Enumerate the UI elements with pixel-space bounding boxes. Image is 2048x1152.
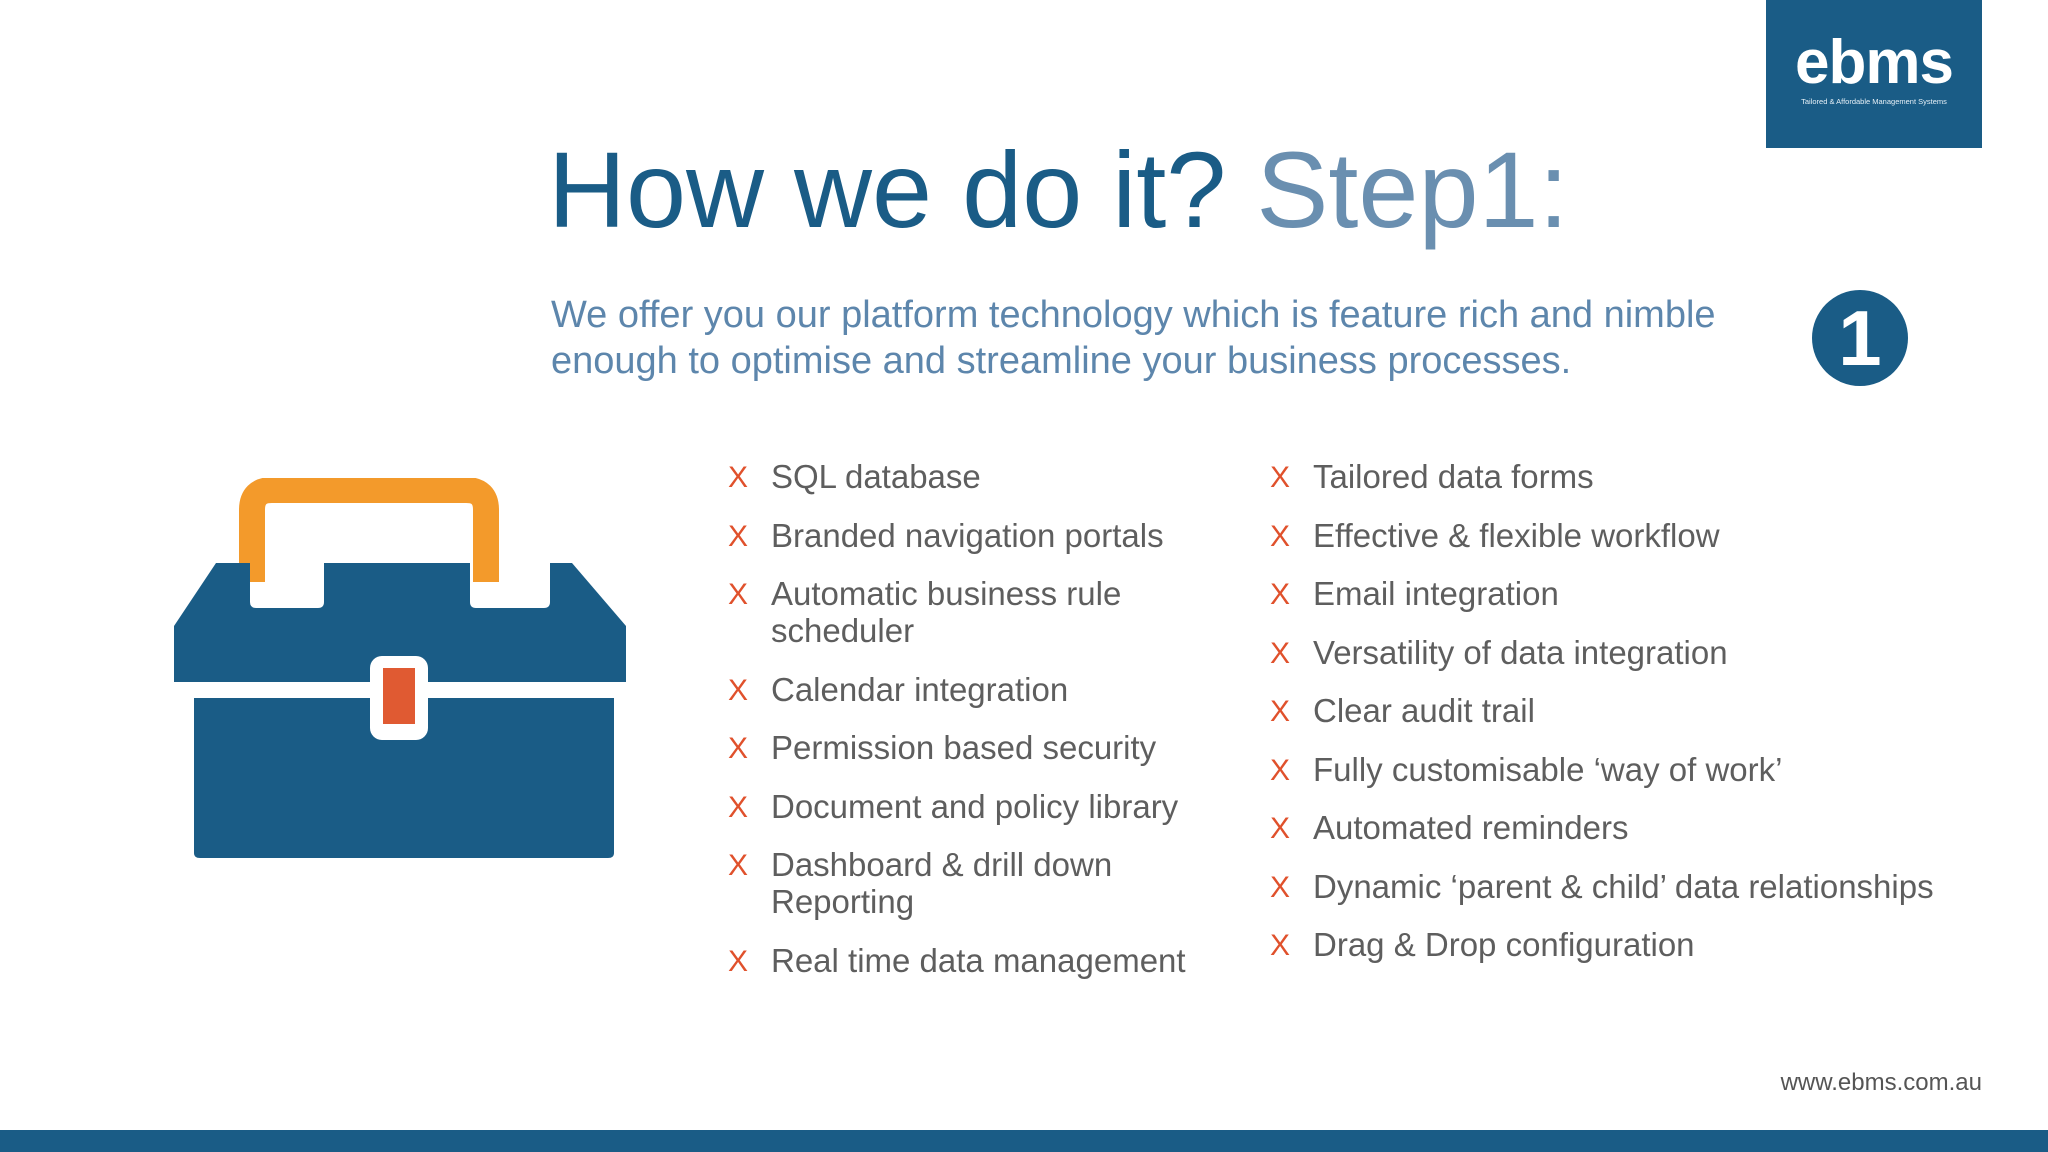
feature-label: Branded navigation portals	[771, 516, 1164, 554]
bullet-x-icon: X	[1270, 812, 1291, 845]
slide-title: How we do it? Step1:	[548, 128, 1569, 252]
logo-tagline: Tailored & Affordable Management Systems	[1801, 97, 1947, 106]
ebms-logo: ebms Tailored & Affordable Management Sy…	[1766, 0, 1982, 148]
feature-label: Automatic business rule scheduler	[771, 575, 1122, 649]
feature-item: X Dynamic ‘parent & child’ data relations…	[1270, 868, 2010, 905]
bullet-x-icon: X	[728, 849, 749, 882]
toolbox-icon	[174, 478, 626, 858]
bullet-x-icon: X	[728, 461, 749, 494]
slide-subtitle: We offer you our platform technology whi…	[551, 294, 1716, 382]
feature-item: X Drag & Drop configuration	[1270, 926, 2010, 963]
bullet-x-icon: X	[1270, 578, 1291, 611]
bullet-x-icon: X	[1270, 636, 1291, 670]
feature-item: X SQL database	[728, 458, 1248, 495]
bullet-x-icon: X	[728, 732, 749, 765]
bullet-x-icon: X	[728, 519, 749, 553]
feature-label: Automated reminders	[1313, 809, 1629, 846]
feature-label: Tailored data forms	[1313, 458, 1594, 495]
feature-label: Versatility of data integration	[1313, 633, 1728, 671]
feature-item: X Permission based security	[728, 729, 1248, 766]
feature-label: Document and policy library	[771, 787, 1179, 825]
bullet-x-icon: X	[728, 790, 749, 824]
bullet-x-icon: X	[728, 944, 749, 978]
feature-item: X Tailored data forms	[1270, 458, 2010, 495]
bullet-x-icon: X	[1270, 929, 1291, 962]
feature-item: X Document and policy library	[728, 788, 1248, 825]
feature-label: Fully customisable ‘way of work’	[1313, 750, 1783, 788]
feature-item: X Real time data management	[728, 942, 1248, 979]
bullet-x-icon: X	[1270, 870, 1291, 904]
feature-item: X Effective & flexible workflow	[1270, 517, 2010, 554]
title-main: How we do it?	[548, 129, 1227, 250]
bullet-x-icon: X	[1270, 695, 1291, 728]
feature-label: Dashboard & drill down Reporting	[771, 846, 1113, 920]
bullet-x-icon: X	[1270, 753, 1291, 787]
website-url: www.ebms.com.au	[1780, 1069, 1982, 1096]
feature-item: X Versatility of data integration	[1270, 634, 2010, 671]
feature-label: Drag & Drop configuration	[1313, 926, 1695, 963]
logo-text: ebms	[1795, 28, 1954, 97]
bullet-x-icon: X	[728, 673, 749, 707]
feature-label: Effective & flexible workflow	[1313, 516, 1720, 554]
feature-label: Permission based security	[771, 729, 1157, 766]
feature-item: X Email integration	[1270, 575, 2010, 612]
feature-item: X Fully customisable ‘way of work’	[1270, 751, 2010, 788]
feature-label: Email integration	[1313, 575, 1559, 612]
feature-label: SQL database	[771, 458, 981, 495]
feature-item: X Calendar integration	[728, 671, 1248, 708]
bullet-x-icon: X	[1270, 461, 1291, 494]
feature-item: X Automated reminders	[1270, 809, 2010, 846]
feature-item: X Clear audit trail	[1270, 692, 2010, 729]
bottom-bar	[0, 1130, 2048, 1152]
bullet-x-icon: X	[728, 578, 749, 611]
feature-item: X Automatic business rule scheduler	[728, 575, 1248, 649]
feature-label: Clear audit trail	[1313, 692, 1535, 729]
step-number-badge: 1	[1812, 290, 1908, 386]
feature-item: X Branded navigation portals	[728, 517, 1248, 554]
title-step: Step1:	[1256, 129, 1569, 250]
feature-label: Real time data management	[771, 941, 1186, 979]
bullet-x-icon: X	[1270, 519, 1291, 553]
feature-label: Dynamic ‘parent & child’ data relationsh…	[1313, 867, 1934, 905]
feature-label: Calendar integration	[771, 670, 1069, 708]
feature-item: X Dashboard & drill down Reporting	[728, 846, 1248, 920]
